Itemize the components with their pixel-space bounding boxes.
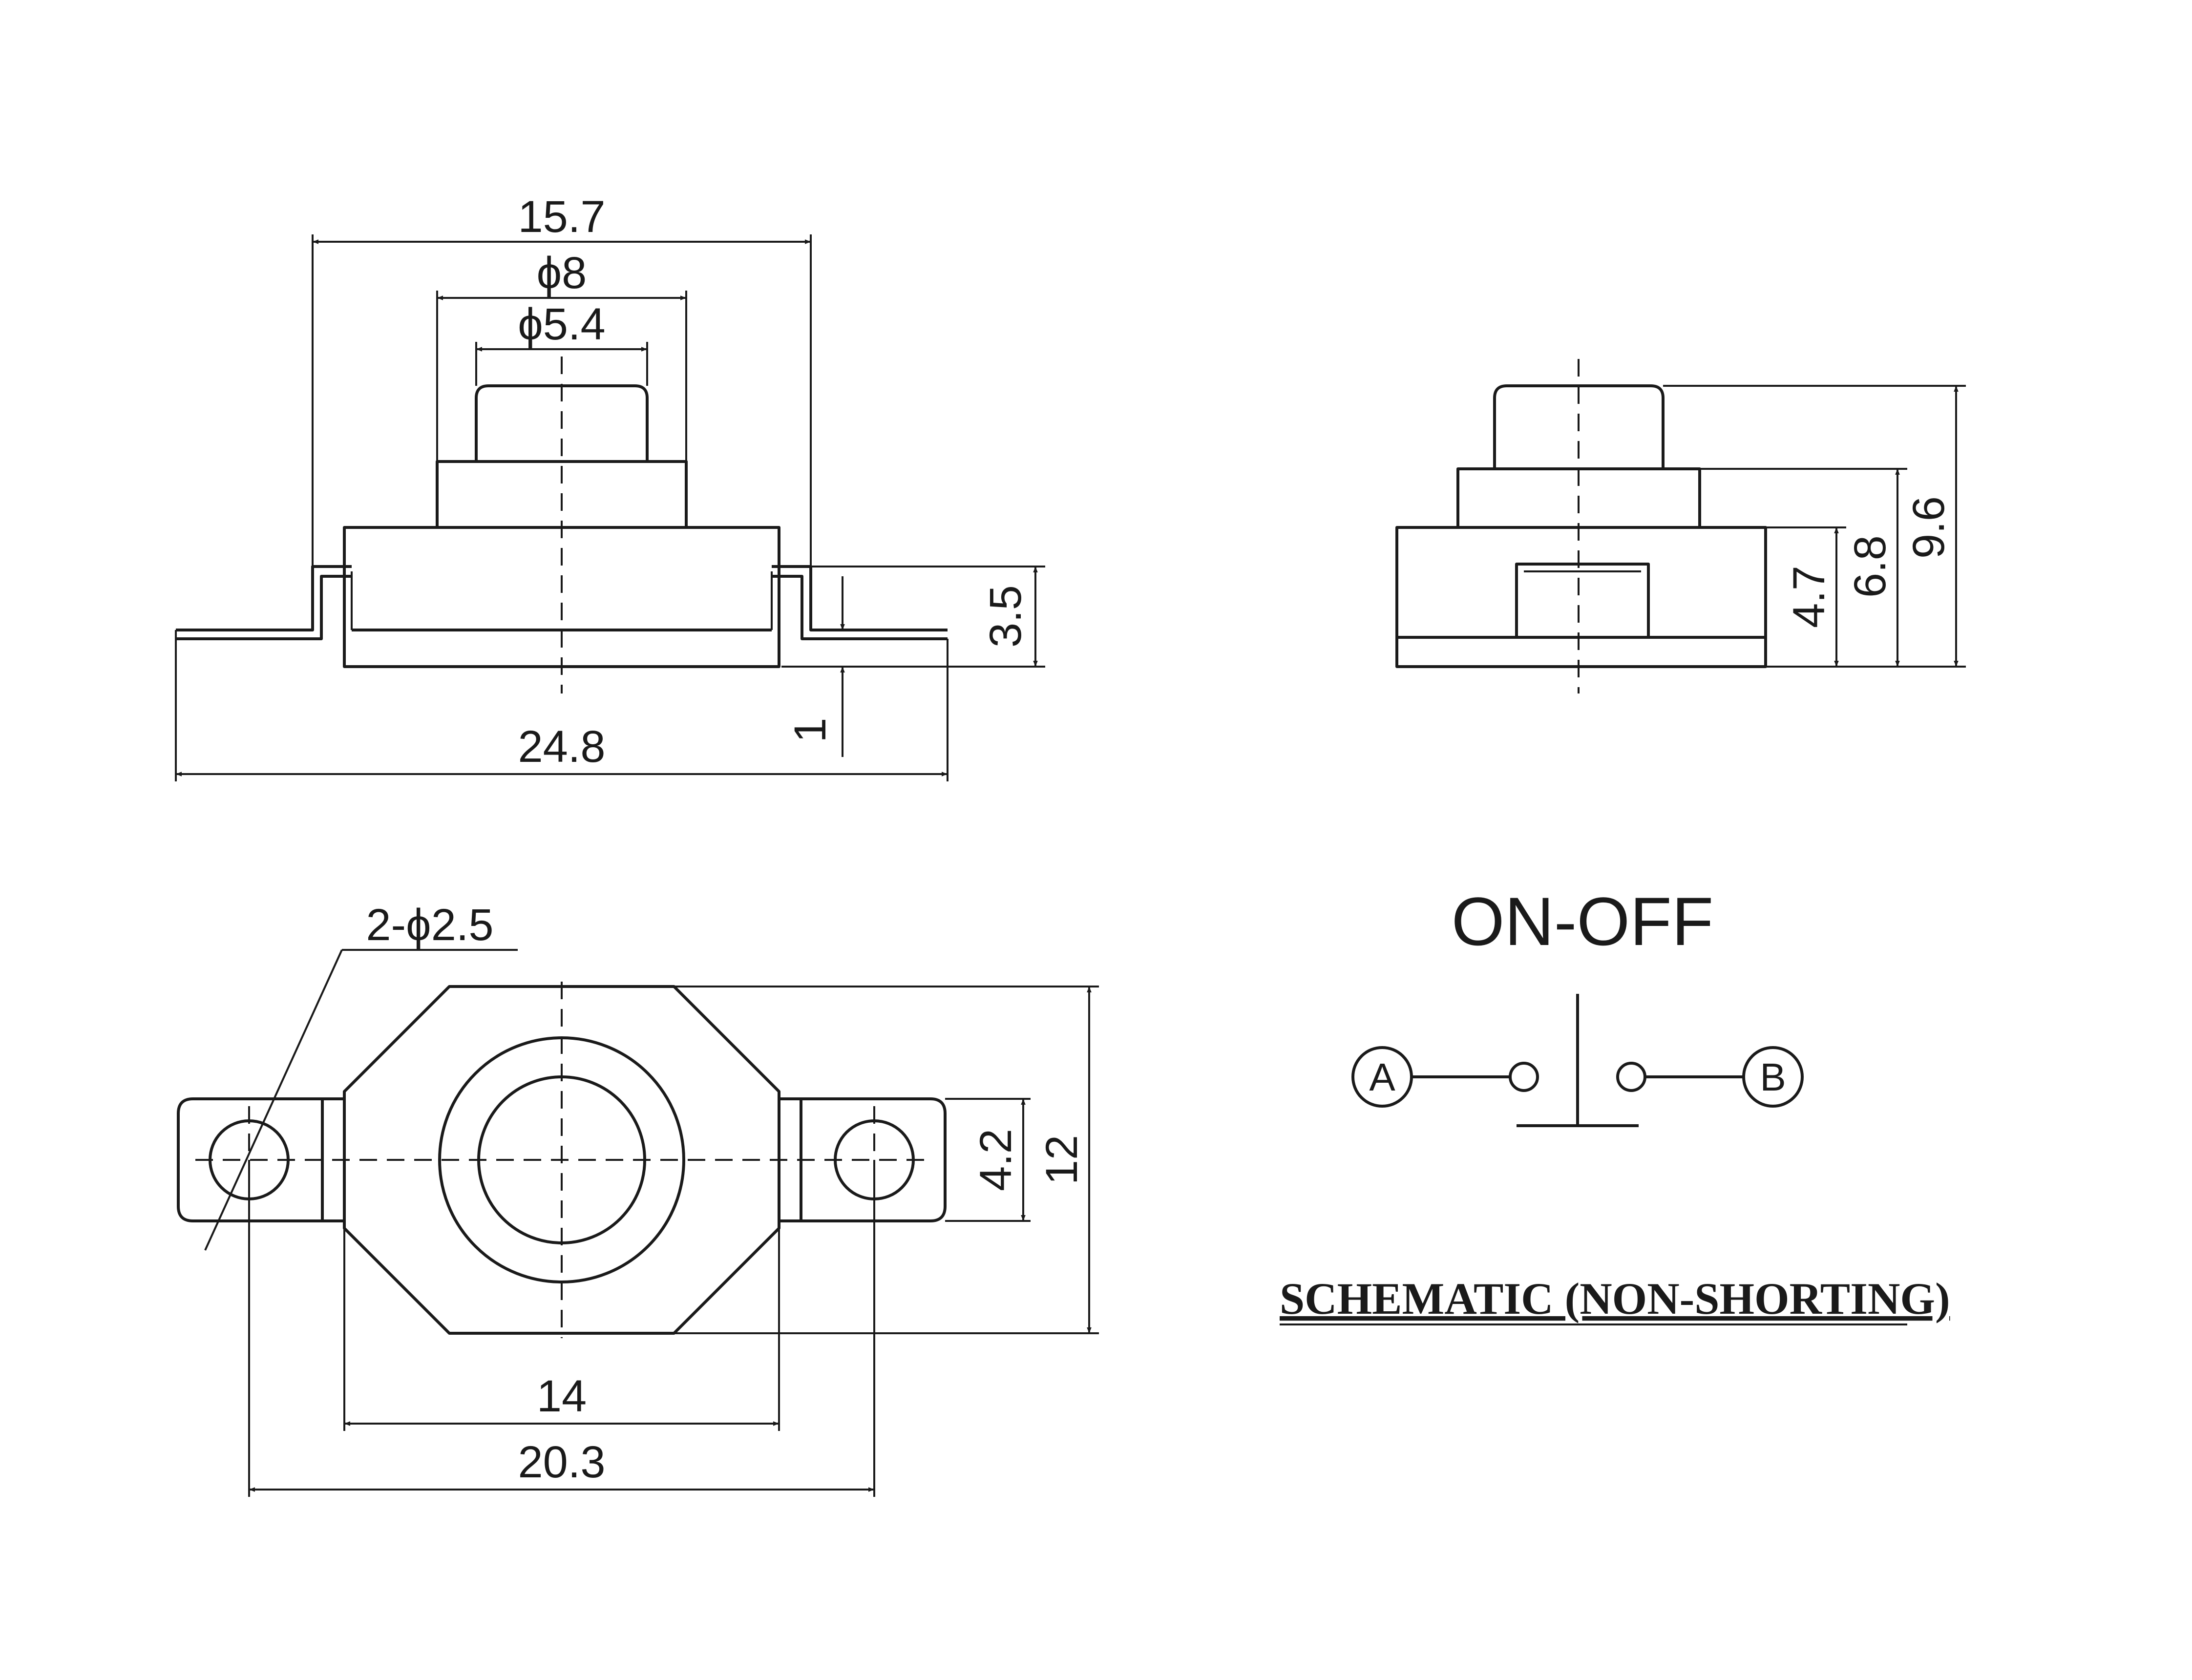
schematic-title: ON-OFF [1452, 883, 1714, 960]
dim-terminal-offset: 1 [785, 717, 835, 742]
contact-b [1616, 1062, 1646, 1092]
terminal-b-label: B [1760, 1055, 1786, 1099]
dim-body-height: 3.5 [981, 585, 1031, 648]
front-view: 15.7 ϕ8 ϕ5.4 24.8 3.5 1 [175, 192, 1045, 781]
terminal-b-circle [1742, 1046, 1804, 1108]
dim-overall-width: 15.7 [518, 192, 605, 242]
schematic: ON-OFF A B SCHEMATIC (NON-SHORTING) [1280, 883, 1950, 1325]
side-body [1395, 526, 1767, 668]
left-mounting-tab [177, 1097, 344, 1222]
dim-hole-spacing: 20.3 [518, 1437, 605, 1487]
schematic-caption: SCHEMATIC (NON-SHORTING) [1280, 1274, 1950, 1323]
dim-cap-inner: ϕ5.4 [518, 299, 605, 349]
dim-side-body: 4.7 [1784, 566, 1834, 628]
dim-side-mid: 6.8 [1845, 535, 1895, 598]
top-view: 2-ϕ2.5 4.2 12 14 20.3 [177, 900, 1099, 1497]
side-window [1515, 563, 1650, 639]
dim-top-body-width: 14 [537, 1371, 587, 1421]
dim-holes: 2-ϕ2.5 [366, 900, 493, 950]
dim-top-body-height: 12 [1037, 1135, 1087, 1185]
right-terminal [772, 565, 948, 640]
dim-tab-height: 4.2 [971, 1129, 1021, 1191]
dim-side-total: 9.6 [1904, 496, 1954, 559]
contact-a [1509, 1062, 1539, 1092]
right-mounting-tab [779, 1097, 947, 1222]
dim-cap-outer: ϕ8 [537, 248, 587, 298]
terminal-a-label: A [1369, 1055, 1395, 1099]
left-terminal [176, 565, 352, 640]
dim-total-width: 24.8 [518, 722, 605, 772]
side-view: 4.7 6.8 9.6 [1395, 359, 1966, 693]
side-button-cap [1493, 384, 1665, 469]
